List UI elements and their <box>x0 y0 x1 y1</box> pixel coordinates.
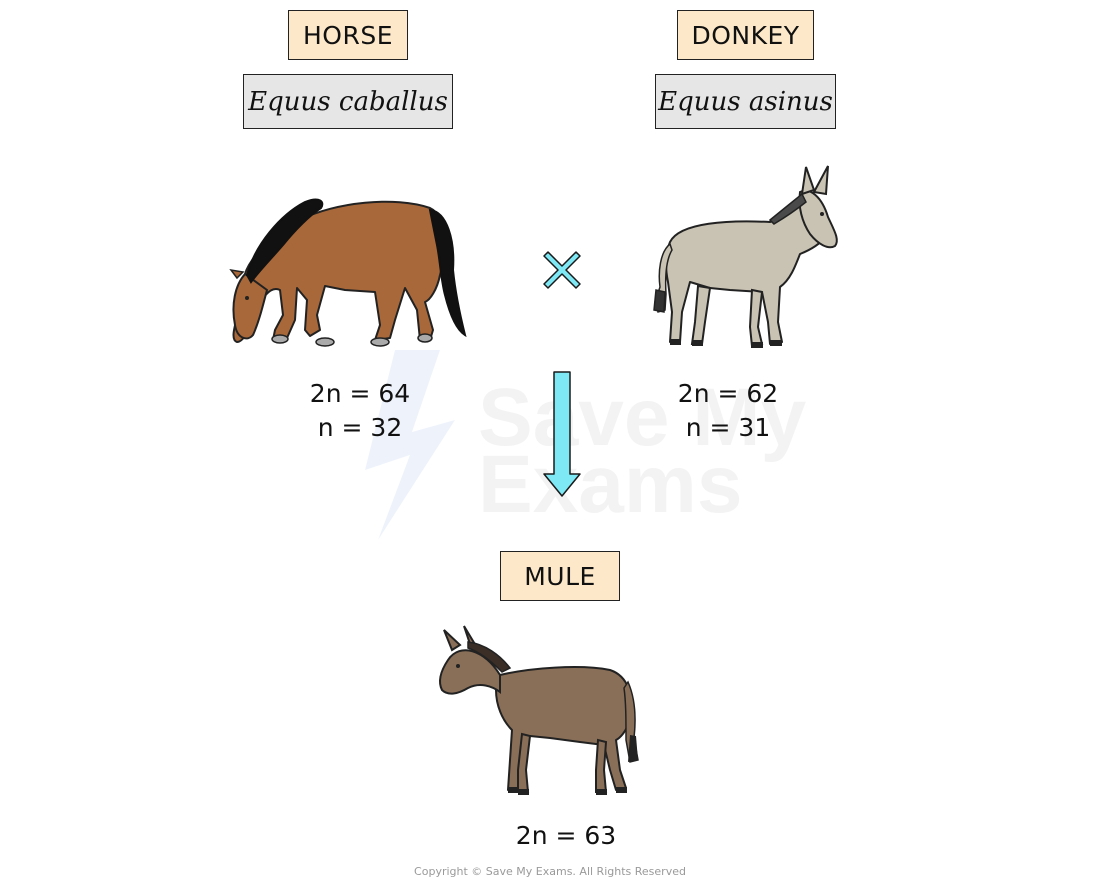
horse-scientific-name: Equus caballus <box>243 74 453 129</box>
donkey-haploid: n = 31 <box>685 413 771 442</box>
mule-illustration <box>439 625 639 795</box>
horse-diploid: 2n = 64 <box>309 379 411 408</box>
horse-chromosome-numbers: 2n = 64 n = 32 <box>280 377 440 445</box>
down-arrow-icon <box>543 371 581 497</box>
mule-chromosome-number: 2n = 63 <box>486 819 646 853</box>
cross-icon <box>543 251 581 289</box>
mule-label: MULE <box>500 551 620 601</box>
donkey-scientific-name: Equus asinus <box>655 74 836 129</box>
horse-haploid: n = 32 <box>317 413 403 442</box>
svg-text:Save My: Save My <box>478 372 807 463</box>
svg-text:Exams: Exams <box>478 439 742 530</box>
horse-illustration <box>229 198 467 347</box>
donkey-label: DONKEY <box>677 10 814 60</box>
mule-diploid: 2n = 63 <box>515 821 617 850</box>
donkey-diploid: 2n = 62 <box>677 379 779 408</box>
copyright-notice: Copyright © Save My Exams. All Rights Re… <box>414 865 686 878</box>
donkey-chromosome-numbers: 2n = 62 n = 31 <box>648 377 808 445</box>
donkey-illustration <box>653 165 838 348</box>
horse-label: HORSE <box>288 10 408 60</box>
